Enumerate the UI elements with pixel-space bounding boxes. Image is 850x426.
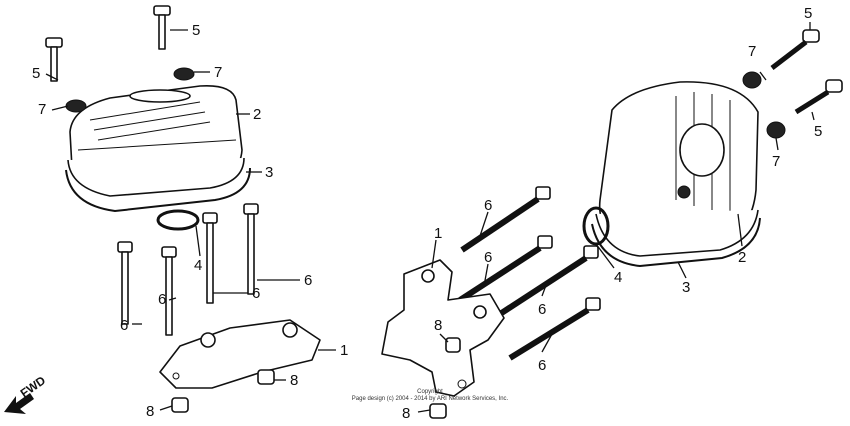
left-dowel-pin-2: [171, 397, 189, 413]
callout-1: 1: [434, 225, 442, 242]
callout-5: 5: [192, 22, 200, 39]
right-dowel-pin-2: [429, 403, 447, 419]
left-long-bolt-3: [202, 212, 218, 304]
left-long-bolt-4: [243, 203, 259, 295]
callout-6: 6: [252, 285, 260, 302]
callout-6: 6: [538, 357, 546, 374]
callout-8: 8: [434, 317, 442, 334]
callout-8: 8: [146, 403, 154, 420]
copyright-line-1: Copyright: [417, 389, 443, 395]
right-cover-cap-2: [766, 121, 786, 139]
left-cover-cap-1: [65, 99, 87, 113]
right-dowel-pin-1: [445, 337, 461, 353]
callout-1: 1: [340, 342, 348, 359]
copyright-line-2: Page design (c) 2004 - 2014 by ARI Netwo…: [351, 396, 509, 402]
copyright-notice: Copyright Page design (c) 2004 - 2014 by…: [330, 389, 530, 403]
right-long-bolt-3: [498, 245, 599, 317]
callout-7: 7: [38, 101, 46, 118]
callout-8: 8: [402, 405, 410, 422]
callout-5: 5: [804, 5, 812, 22]
callout-7: 7: [748, 43, 756, 60]
left-cover-bolt-2: [153, 5, 171, 50]
left-cover-cap-2: [173, 67, 195, 81]
callout-2: 2: [253, 106, 261, 123]
right-long-bolt-1: [460, 186, 551, 253]
right-long-bolt-2: [458, 235, 553, 303]
forward-arrow: FWD: [4, 373, 48, 414]
callout-6: 6: [120, 317, 128, 334]
leader-lines: [45, 22, 815, 413]
forward-label: FWD: [18, 373, 49, 400]
callout-6: 6: [304, 272, 312, 289]
callout-6: 6: [484, 249, 492, 266]
right-long-bolt-4: [508, 297, 601, 361]
left-dowel-pin-1: [257, 369, 275, 385]
right-cover-cap-1: [742, 71, 762, 89]
left-cover-bolt-1: [45, 37, 63, 82]
right-cylinder-head-cover: [595, 81, 759, 257]
right-cover-bolt-1: [770, 29, 820, 70]
callout-6: 6: [158, 291, 166, 308]
callout-3: 3: [265, 164, 273, 181]
right-cover-bolt-2: [794, 79, 843, 115]
callout-7: 7: [772, 153, 780, 170]
left-o-ring: [156, 209, 200, 231]
callout-4: 4: [194, 257, 202, 274]
right-rocker-arm-holder: [381, 259, 505, 397]
callout-5: 5: [814, 123, 822, 140]
callout-5: 5: [32, 65, 40, 82]
forward-arrow-icon: [4, 393, 34, 414]
callout-numbers: 5 5 7 7 2 3 4 6 6 6 6 1 8 8 1 6 6 6 6 8 …: [32, 5, 822, 422]
callout-8: 8: [290, 372, 298, 389]
left-head-cover-gasket: [65, 167, 251, 213]
callout-6: 6: [538, 301, 546, 318]
callout-2: 2: [738, 249, 746, 266]
callout-4: 4: [614, 269, 622, 286]
left-long-bolt-2: [161, 246, 177, 336]
callout-3: 3: [682, 279, 690, 296]
callout-6: 6: [484, 197, 492, 214]
callout-7: 7: [214, 64, 222, 81]
left-long-bolt-1: [117, 241, 133, 325]
left-rocker-arm-holder: [159, 319, 321, 389]
left-cylinder-head-cover: [67, 84, 245, 197]
